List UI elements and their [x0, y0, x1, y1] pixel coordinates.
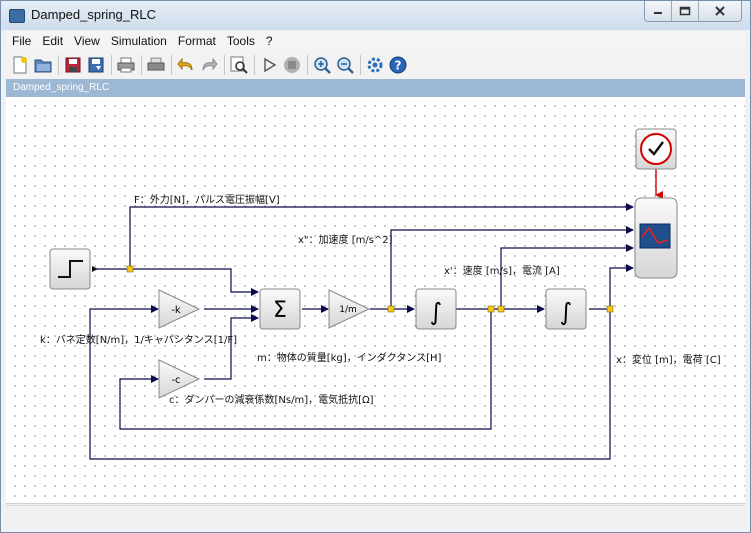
gain-inv-mass-block[interactable]: 1/m [328, 289, 371, 329]
integral-symbol: ∫ [430, 298, 443, 326]
gain-k-label: -k [171, 305, 181, 316]
force-label: F：外力[N]，パルス電圧振幅[V] [134, 193, 280, 206]
gain-c-label: -c [171, 375, 180, 386]
window-controls [644, 1, 742, 22]
toolbar: ? [6, 52, 745, 78]
minimize-icon [654, 12, 662, 14]
split-point[interactable] [487, 305, 495, 313]
window-title: Damped_spring_RLC [31, 7, 157, 22]
mass-label: m：物体の質量[kg]，インダクタンス[H] [257, 351, 442, 364]
scope-block[interactable] [634, 197, 678, 279]
split-points [126, 265, 614, 313]
help-icon[interactable]: ? [388, 55, 408, 75]
block-diagram: -k -c Σ 1/m ∫ [40, 128, 721, 460]
export-icon[interactable] [146, 55, 166, 75]
clock-icon [640, 133, 672, 165]
damper-label: c：ダンパーの減衰係数[Ns/m]，電気抵抗[Ω] [169, 393, 374, 406]
zoom-out-icon[interactable] [335, 55, 355, 75]
diagram-canvas[interactable]: -k -c Σ 1/m ∫ [6, 97, 745, 504]
undo-icon[interactable] [176, 55, 196, 75]
velocity-label: x'：速度 [m/s]，電流 [A] [444, 264, 560, 277]
new-diagram-icon[interactable] [10, 55, 30, 75]
gain-k-block[interactable]: -k [158, 289, 201, 329]
integrator-position-block[interactable]: ∫ [545, 288, 587, 330]
minimize-button[interactable] [645, 1, 671, 21]
start-simulation-icon[interactable] [259, 55, 279, 75]
stop-simulation-icon[interactable] [282, 55, 302, 75]
maximize-icon [679, 6, 691, 16]
status-bar [6, 505, 745, 528]
save-as-icon[interactable] [86, 55, 106, 75]
close-button[interactable] [698, 1, 741, 21]
menu-format[interactable]: Format [177, 34, 216, 48]
split-point[interactable] [126, 265, 134, 273]
menu-view[interactable]: View [74, 34, 100, 48]
integrator-velocity-block[interactable]: ∫ [415, 288, 457, 330]
sum-block[interactable]: Σ [259, 288, 301, 330]
menu-edit[interactable]: Edit [42, 34, 64, 48]
setup-icon[interactable] [365, 55, 385, 75]
close-icon [715, 6, 725, 16]
maximize-button[interactable] [671, 1, 698, 21]
gain-c-block[interactable]: -c [158, 359, 201, 399]
split-point[interactable] [387, 305, 395, 313]
step-block[interactable] [49, 248, 98, 290]
sum-symbol: Σ [273, 298, 287, 323]
scope-screen-icon [639, 223, 671, 249]
save-icon[interactable] [63, 55, 83, 75]
menu-bar: File Edit View Simulation Format Tools ? [6, 31, 745, 51]
position-label: x：変位 [m]，電荷 [C] [616, 353, 721, 366]
redo-icon[interactable] [199, 55, 219, 75]
diagram-tab-bar: Damped_spring_RLC [6, 79, 745, 97]
svg-text:?: ? [395, 59, 402, 73]
acceleration-label: x"：加速度 [m/s^2] [298, 233, 393, 246]
clock-block[interactable] [635, 128, 677, 170]
integral-symbol: ∫ [560, 298, 573, 326]
title-bar: Damped_spring_RLC [1, 1, 750, 30]
diagram-tab-label[interactable]: Damped_spring_RLC [13, 82, 110, 93]
view-diagram-browser-icon[interactable] [229, 55, 249, 75]
split-point[interactable] [606, 305, 614, 313]
menu-simulation[interactable]: Simulation [110, 34, 167, 48]
menu-tools[interactable]: Tools [226, 34, 255, 48]
scilab-app-icon [9, 9, 25, 23]
gain-inv-mass-label: 1/m [339, 305, 357, 315]
menu-help[interactable]: ? [265, 34, 273, 48]
open-folder-icon[interactable] [33, 55, 53, 75]
print-icon[interactable] [116, 55, 136, 75]
spring-constant-label: k：バネ定数[N/m]，1/キャパシタンス[1/F] [40, 333, 237, 346]
zoom-in-icon[interactable] [312, 55, 332, 75]
menu-file[interactable]: File [12, 34, 32, 48]
split-point[interactable] [497, 305, 505, 313]
